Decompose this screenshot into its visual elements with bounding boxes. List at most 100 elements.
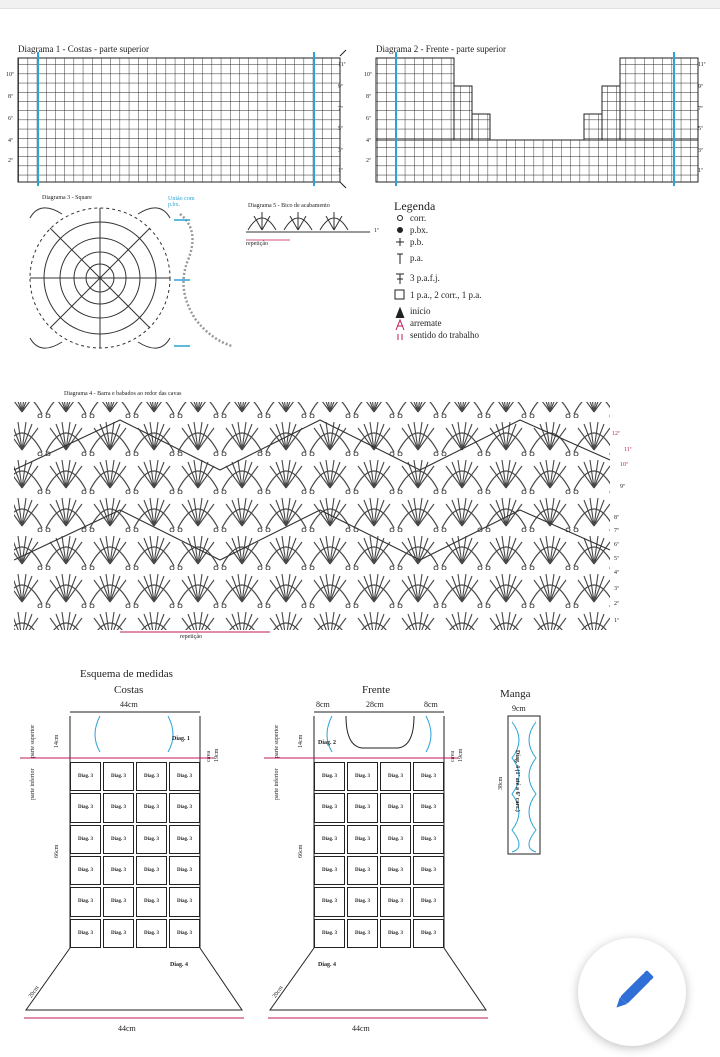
repeat-label: repetição (180, 634, 202, 640)
diag3-cell: Diag. 3 (314, 856, 345, 886)
diag3-cell: Diag. 3 (70, 793, 101, 823)
row-label: 1ª (614, 618, 619, 624)
legend-symbols (394, 215, 405, 340)
back-bottom-width: 44cm (118, 1024, 136, 1033)
diag3-cell: Diag. 3 (380, 793, 411, 823)
legend-item: p.b. (410, 237, 424, 247)
row-label: 11ª (624, 447, 632, 453)
front-lower-part: parte inferior (274, 768, 280, 800)
diag3-cell: Diag. 3 (169, 856, 200, 886)
diagram5-edging (246, 212, 370, 241)
diag3-cell: Diag. 3 (103, 793, 134, 823)
row-label: 8ª (366, 94, 371, 100)
row-label: 5ª (338, 126, 343, 132)
row-label: 3ª (698, 148, 703, 154)
diag3-cell: Diag. 3 (347, 856, 378, 886)
diag3-cell: Diag. 3 (136, 918, 167, 948)
sleeve-height: 38cm (498, 776, 504, 790)
sleeve-title: Manga (500, 688, 531, 700)
legend-item: p.bx. (410, 225, 428, 235)
diagram4-title: Diagrama 4 - Barra e babados ao redor da… (64, 391, 182, 397)
legend-item: 3 p.a.f.j. (410, 273, 440, 283)
row-label: 12ª (612, 431, 620, 437)
diagram2-grid (375, 52, 699, 186)
row-label: 2ª (8, 158, 13, 164)
top-bar (0, 0, 720, 9)
diag3-cell: Diag. 3 (103, 918, 134, 948)
diagram4-ruffle (13, 402, 611, 633)
diag3-cell: Diag. 3 (136, 762, 167, 792)
back-top-width: 44cm (120, 700, 138, 709)
back-lower-part: parte inferior (30, 768, 36, 800)
diag3-cell: Diag. 3 (169, 887, 200, 917)
diag3-cell: Diag. 3 (380, 856, 411, 886)
diag2-label: Diag. 2 (318, 740, 336, 746)
row-label: 5ª (698, 126, 703, 132)
front-upper-part: parte superior (274, 724, 280, 758)
diagram5-title: Diagrama 5 - Bico de acabamento (248, 203, 330, 209)
diag3-cell: Diag. 3 (347, 887, 378, 917)
diag3-cell: Diag. 3 (347, 824, 378, 854)
diag3-cell: Diag. 3 (136, 824, 167, 854)
front-upper-h: 14cm (298, 734, 304, 748)
row-label: 11ª (698, 62, 706, 68)
back-armhole: cava (206, 751, 212, 762)
diag3-cell: Diag. 3 (70, 762, 101, 792)
diag3-cell: Diag. 3 (413, 887, 444, 917)
row-label: 4ª (366, 138, 371, 144)
diag3-cell: Diag. 3 (380, 824, 411, 854)
back-upper-h: 14cm (54, 734, 60, 748)
row-label: 6ª (8, 116, 13, 122)
row-label: 8ª (614, 515, 619, 521)
legend-item: corr. (410, 213, 427, 223)
diag3-cell: Diag. 3 (169, 918, 200, 948)
diag3-cell: Diag. 3 (314, 918, 345, 948)
diag3-cell: Diag. 3 (103, 887, 134, 917)
diag3-cell: Diag. 3 (169, 824, 200, 854)
back-armhole-h: 19cm (214, 748, 220, 762)
diag3-cell: Diag. 3 (347, 762, 378, 792)
diag3-cell: Diag. 3 (70, 918, 101, 948)
legend-item: 1 p.a., 2 corr., 1 p.a. (410, 290, 482, 300)
row-label: 9ª (698, 84, 703, 90)
row-label: 1ª (338, 168, 343, 174)
diag3-cell: Diag. 3 (70, 856, 101, 886)
diagram1-title: Diagrama 1 - Costas - parte superior (18, 44, 149, 54)
diag3-cell: Diag. 3 (70, 824, 101, 854)
row-label: 7ª (698, 106, 703, 112)
edit-fab-button[interactable] (578, 938, 686, 1046)
legend-item: arremate (410, 318, 442, 328)
row-label: 4ª (614, 570, 619, 576)
diag3-cell: Diag. 3 (347, 793, 378, 823)
diag3-cell: Diag. 3 (380, 762, 411, 792)
diagram3-title: Diagrama 3 - Square (42, 195, 92, 201)
row-label: 4ª (8, 138, 13, 144)
row-label: 7ª (338, 106, 343, 112)
front-armhole-h: 19cm (458, 748, 464, 762)
repeat-label: repetição (246, 241, 268, 247)
diag3-cell: Diag. 3 (136, 793, 167, 823)
diag3-cell: Diag. 3 (70, 887, 101, 917)
front-bottom-width: 44cm (352, 1024, 370, 1033)
diag3-cell: Diag. 3 (413, 793, 444, 823)
diag3-cell: Diag. 3 (413, 856, 444, 886)
diag3-cell: Diag. 3 (347, 918, 378, 948)
row-label: 10ª (620, 462, 628, 468)
diag3-cell: Diag. 3 (103, 856, 134, 886)
diag3-cell: Diag. 3 (314, 793, 345, 823)
diag3-cell: Diag. 3 (380, 918, 411, 948)
diag4-label: Diag. 4 (170, 962, 188, 968)
row-label: 10ª (364, 72, 372, 78)
diagram1-grid (17, 49, 347, 189)
row-label: 9ª (620, 484, 625, 490)
front-title: Frente (362, 684, 391, 696)
diagram3-square (29, 207, 233, 349)
union-label: União com p.bx. (168, 196, 195, 208)
row-label: 2ª (614, 601, 619, 607)
row-label: 3ª (338, 148, 343, 154)
row-label: 7ª (614, 528, 619, 534)
row-label: 5ª (614, 556, 619, 562)
scheme-sleeve (507, 715, 541, 855)
